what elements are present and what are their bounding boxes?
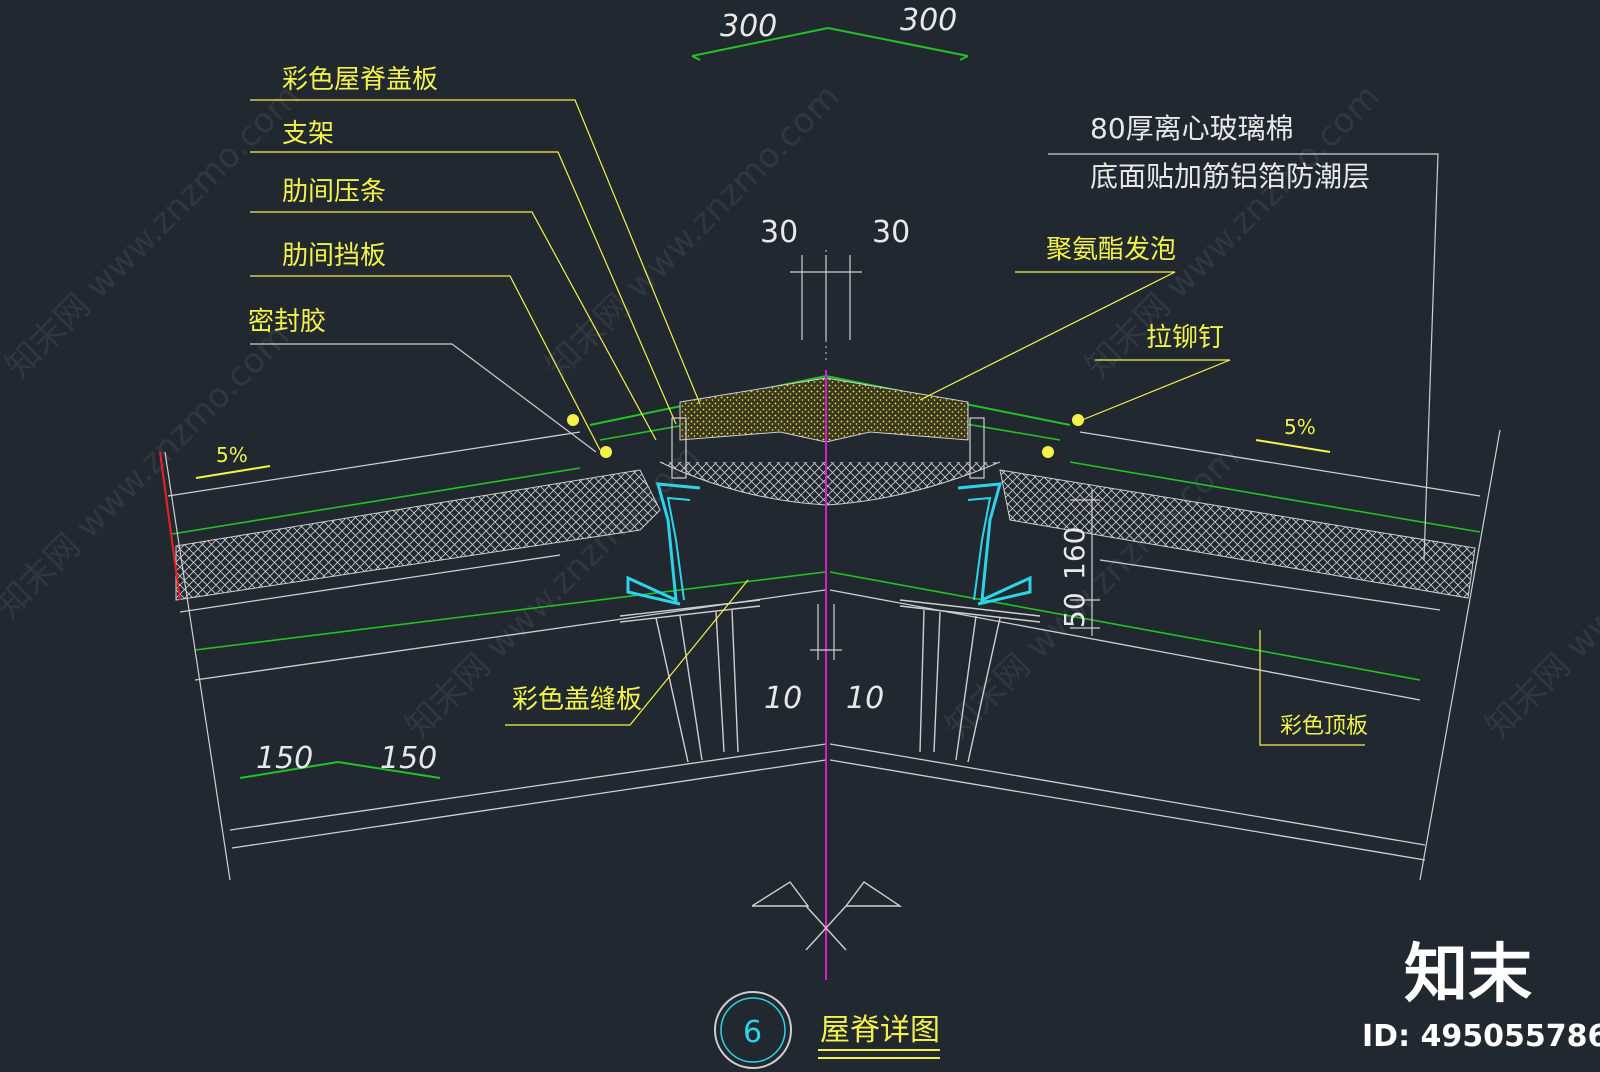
label-gap-cover: 彩色盖缝板 <box>512 685 642 715</box>
label-rib-baffle: 肋间挡板 <box>282 241 386 271</box>
dim-bot-left: 10 <box>764 681 802 716</box>
slope-right: 5% <box>1255 415 1331 453</box>
bracket-right <box>957 417 1032 606</box>
leader-lines <box>250 99 1365 746</box>
detail-callout: 6 屋脊详图 <box>714 991 940 1069</box>
low-center-dimension <box>810 604 842 660</box>
label-top-panel: 彩色顶板 <box>1280 714 1368 739</box>
section-marker <box>751 881 903 951</box>
label-ridge-cover: 彩色屋脊盖板 <box>282 65 438 95</box>
slope-left-text: 5% <box>216 443 248 467</box>
dim-low-right: 150 <box>380 741 437 776</box>
purlin-left <box>619 599 761 763</box>
rivet-mark <box>567 414 579 426</box>
dim-bot-right: 10 <box>846 681 884 716</box>
label-sealant: 密封胶 <box>248 307 326 337</box>
dim-height-lower: 50 <box>1058 592 1091 628</box>
rivet-mark <box>1042 446 1054 458</box>
label-pu-foam: 聚氨酯发泡 <box>1046 235 1176 265</box>
bracket-left <box>626 417 701 606</box>
dim-height-upper: 160 <box>1058 527 1091 580</box>
dim-mid-right: 30 <box>872 215 910 250</box>
leader-lines-grey <box>250 153 1439 561</box>
detail-title: 屋脊详图 <box>820 1013 940 1048</box>
detail-number-circle <box>714 991 792 1069</box>
label-rivet: 拉铆钉 <box>1146 323 1224 353</box>
rivet-mark <box>600 446 612 458</box>
dim-low-left: 150 <box>256 741 313 776</box>
right-roof-section <box>829 429 1501 881</box>
label-insulation-line2: 底面贴加筋铝箔防潮层 <box>1090 160 1370 193</box>
low-dimension: 150 150 <box>239 741 441 779</box>
watermark: 知末网 www.znzmo.com <box>938 437 1248 747</box>
left-roof-section <box>159 431 827 881</box>
slope-left: 5% <box>195 443 271 479</box>
rivets <box>567 414 1084 458</box>
insulation-hatch-right <box>999 469 1476 599</box>
insulation-hatch-left <box>175 469 661 601</box>
pu-foam-fill <box>679 377 969 443</box>
bracket-support-right <box>969 417 985 479</box>
height-dimension <box>1070 490 1100 636</box>
watermark: 知末网 www.znzmo.com <box>1478 437 1600 747</box>
top-dimension: 300 300 <box>691 3 969 61</box>
mid-dimension <box>790 255 862 340</box>
brand-logo: 知末 <box>1404 938 1532 1012</box>
dim-mid-left: 30 <box>760 215 798 250</box>
label-bracket: 支架 <box>282 119 334 149</box>
detail-number: 6 <box>743 1015 762 1050</box>
dim-top-left: 300 <box>720 9 777 44</box>
rivet-mark <box>1072 414 1084 426</box>
brand-id: ID: 495055786 <box>1362 1019 1600 1054</box>
label-insulation-line1: 80厚离心玻璃棉 <box>1090 112 1294 145</box>
label-rib-strip: 肋间压条 <box>282 177 386 207</box>
upper-insulation-curve <box>659 461 1001 506</box>
purlin-right <box>899 599 1041 763</box>
bracket-support-left <box>671 417 687 479</box>
dim-top-right: 300 <box>900 3 957 38</box>
slope-right-text: 5% <box>1284 415 1316 439</box>
